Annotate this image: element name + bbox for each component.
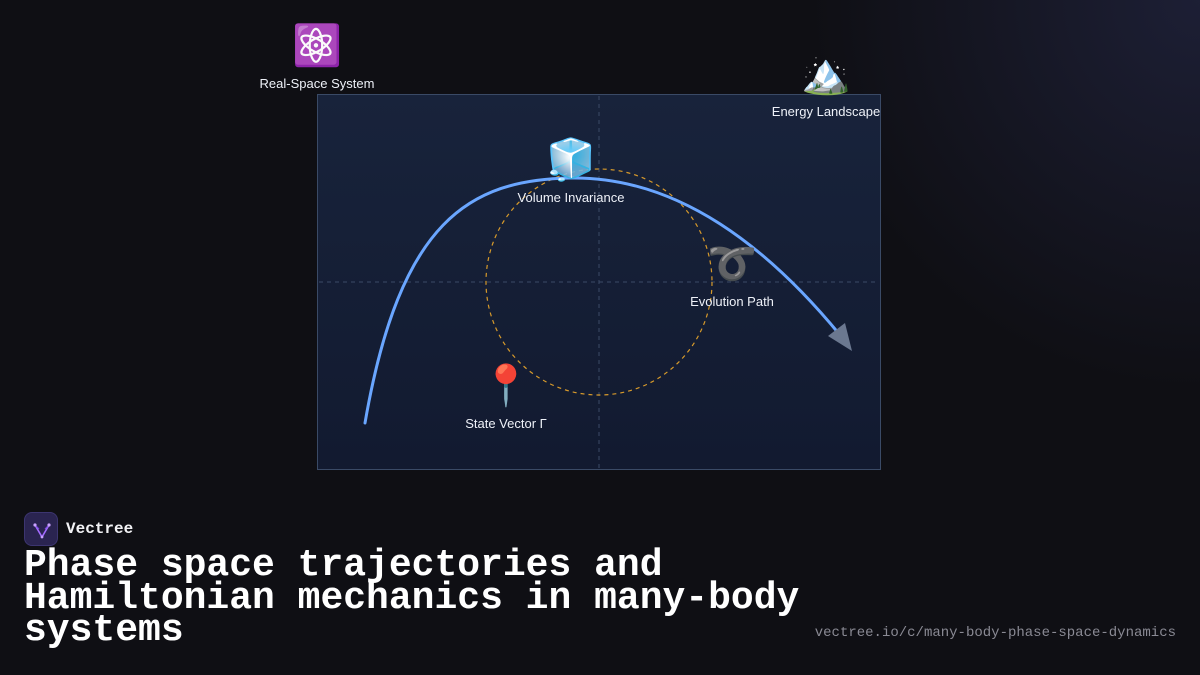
node-label: Evolution Path — [690, 294, 774, 309]
page-url: vectree.io/c/many-body-phase-space-dynam… — [814, 625, 1176, 641]
node-volume-invariance: 🧊 Volume Invariance — [506, 136, 636, 205]
brand: Vectree — [24, 512, 133, 546]
trajectory-curve — [363, 176, 842, 425]
mountain-icon: 🏔️ — [801, 51, 851, 97]
node-label: Energy Landscape — [771, 104, 881, 119]
pin-icon: 📍 — [481, 363, 531, 409]
page-title: Phase space trajectories and Hamiltonian… — [24, 544, 800, 652]
vectree-logo-icon — [24, 512, 58, 546]
brand-name: Vectree — [66, 520, 134, 538]
curly-loop-icon: ➰ — [707, 241, 757, 287]
phase-space-volume-circle — [485, 168, 713, 396]
trajectory-arrowhead — [828, 323, 852, 351]
node-label: State Vector Γ — [465, 416, 547, 431]
node-state-vector: 📍 State Vector Γ — [450, 362, 562, 431]
node-label: Real-Space System — [259, 76, 375, 91]
node-energy-landscape: 🏔️ Energy Landscape — [760, 50, 892, 119]
ice-cube-icon: 🧊 — [546, 137, 596, 183]
node-label: Volume Invariance — [517, 190, 625, 205]
node-real-space-system: ⚛️ Real-Space System — [252, 22, 382, 91]
atom-icon: ⚛️ — [292, 23, 342, 69]
node-evolution-path: ➰ Evolution Path — [672, 240, 792, 309]
